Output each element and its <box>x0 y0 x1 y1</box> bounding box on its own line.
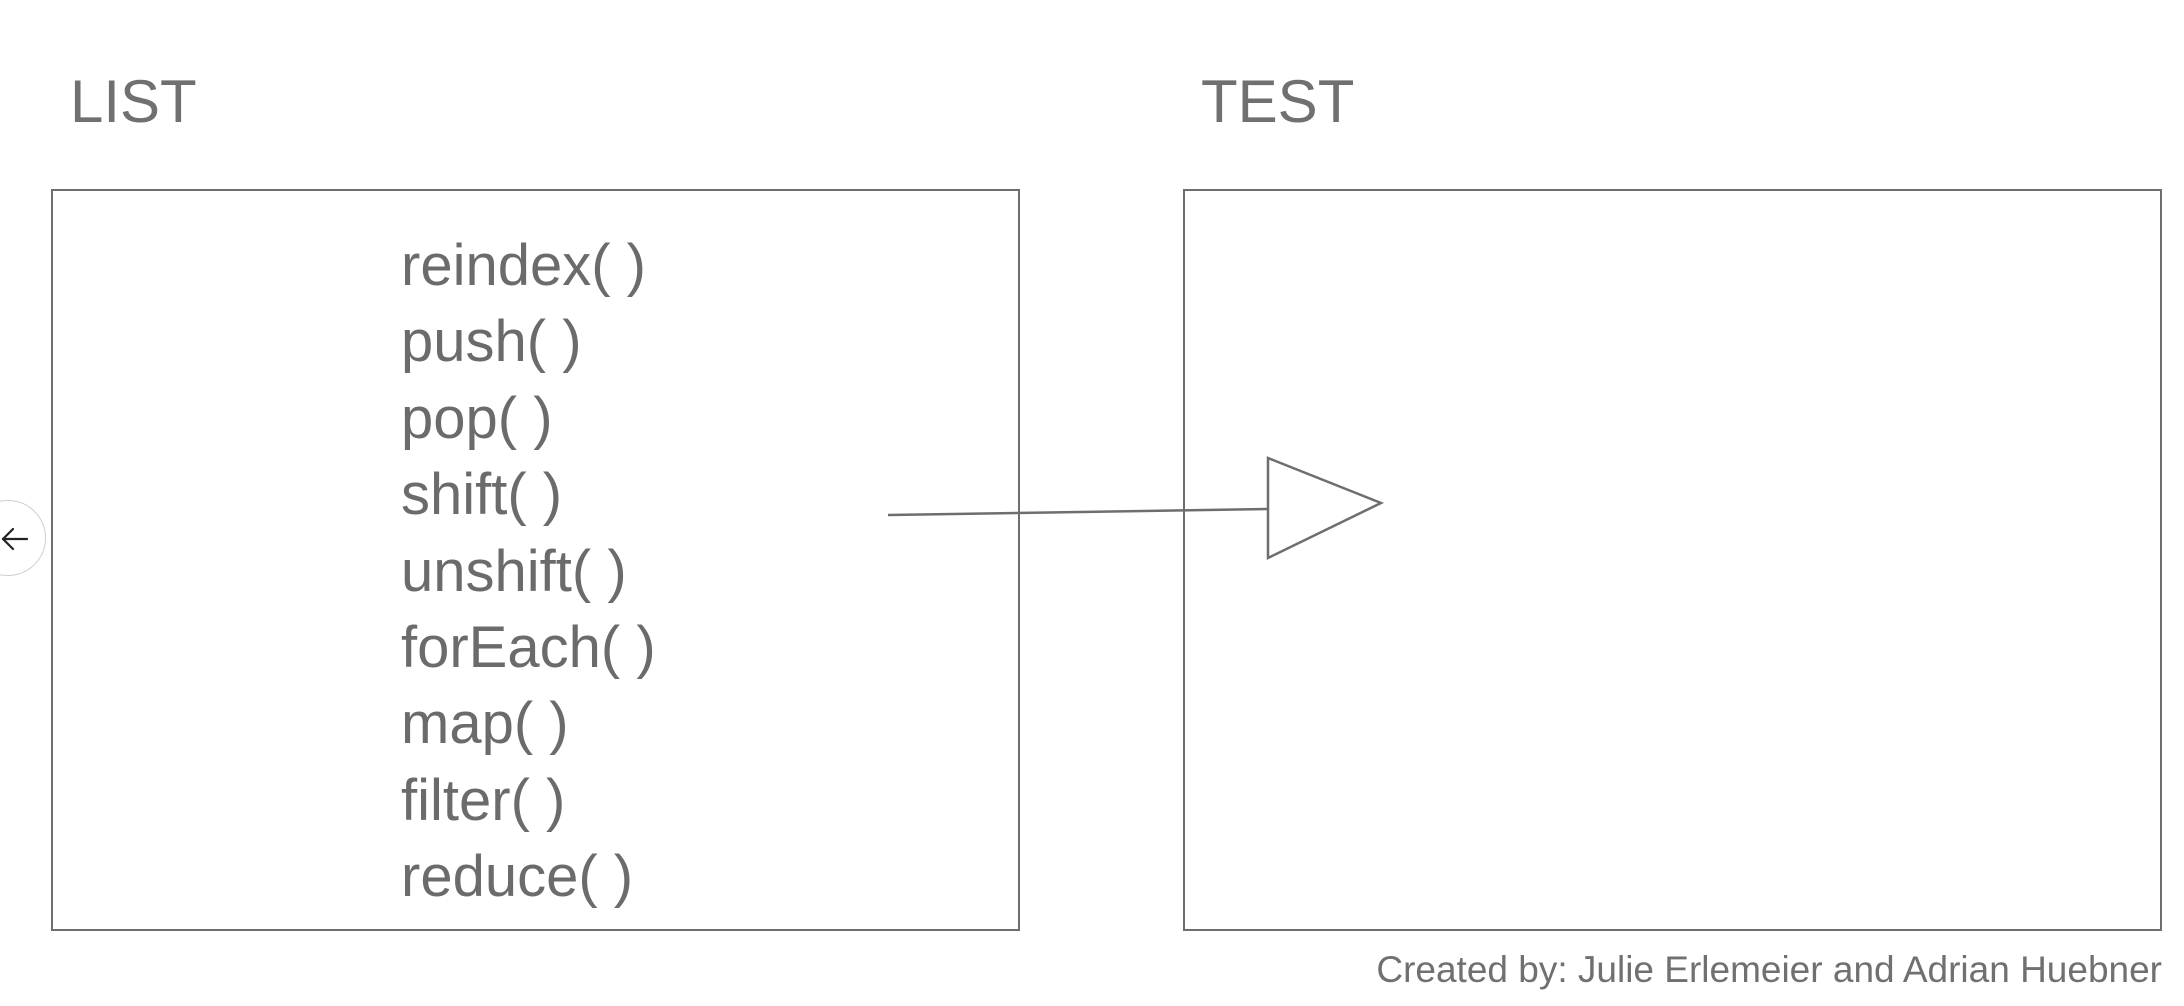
method-item-reindex: reindex( ) <box>401 233 646 298</box>
back-button[interactable] <box>0 500 46 576</box>
method-item-push: push( ) <box>401 309 582 375</box>
method-item-map: map( ) <box>401 691 569 757</box>
method-item-foreach: forEach( ) <box>401 614 656 680</box>
method-item-reduce: reduce( ) <box>401 844 634 910</box>
test-heading: TEST <box>1201 68 1355 135</box>
credit-text: Created by: Julie Erlemeier and Adrian H… <box>1376 949 2162 990</box>
test-box <box>1183 189 2162 931</box>
method-item-filter: filter( ) <box>401 767 566 833</box>
method-list: reindex( ) push( ) pop( ) shift( ) unshi… <box>401 228 656 916</box>
list-heading: LIST <box>70 68 197 135</box>
method-item-shift: shift( ) <box>401 462 563 528</box>
method-item-unshift: unshift( ) <box>401 538 627 604</box>
method-item-pop: pop( ) <box>401 385 553 451</box>
arrow-left-icon <box>1 527 29 551</box>
list-box <box>51 189 1020 931</box>
